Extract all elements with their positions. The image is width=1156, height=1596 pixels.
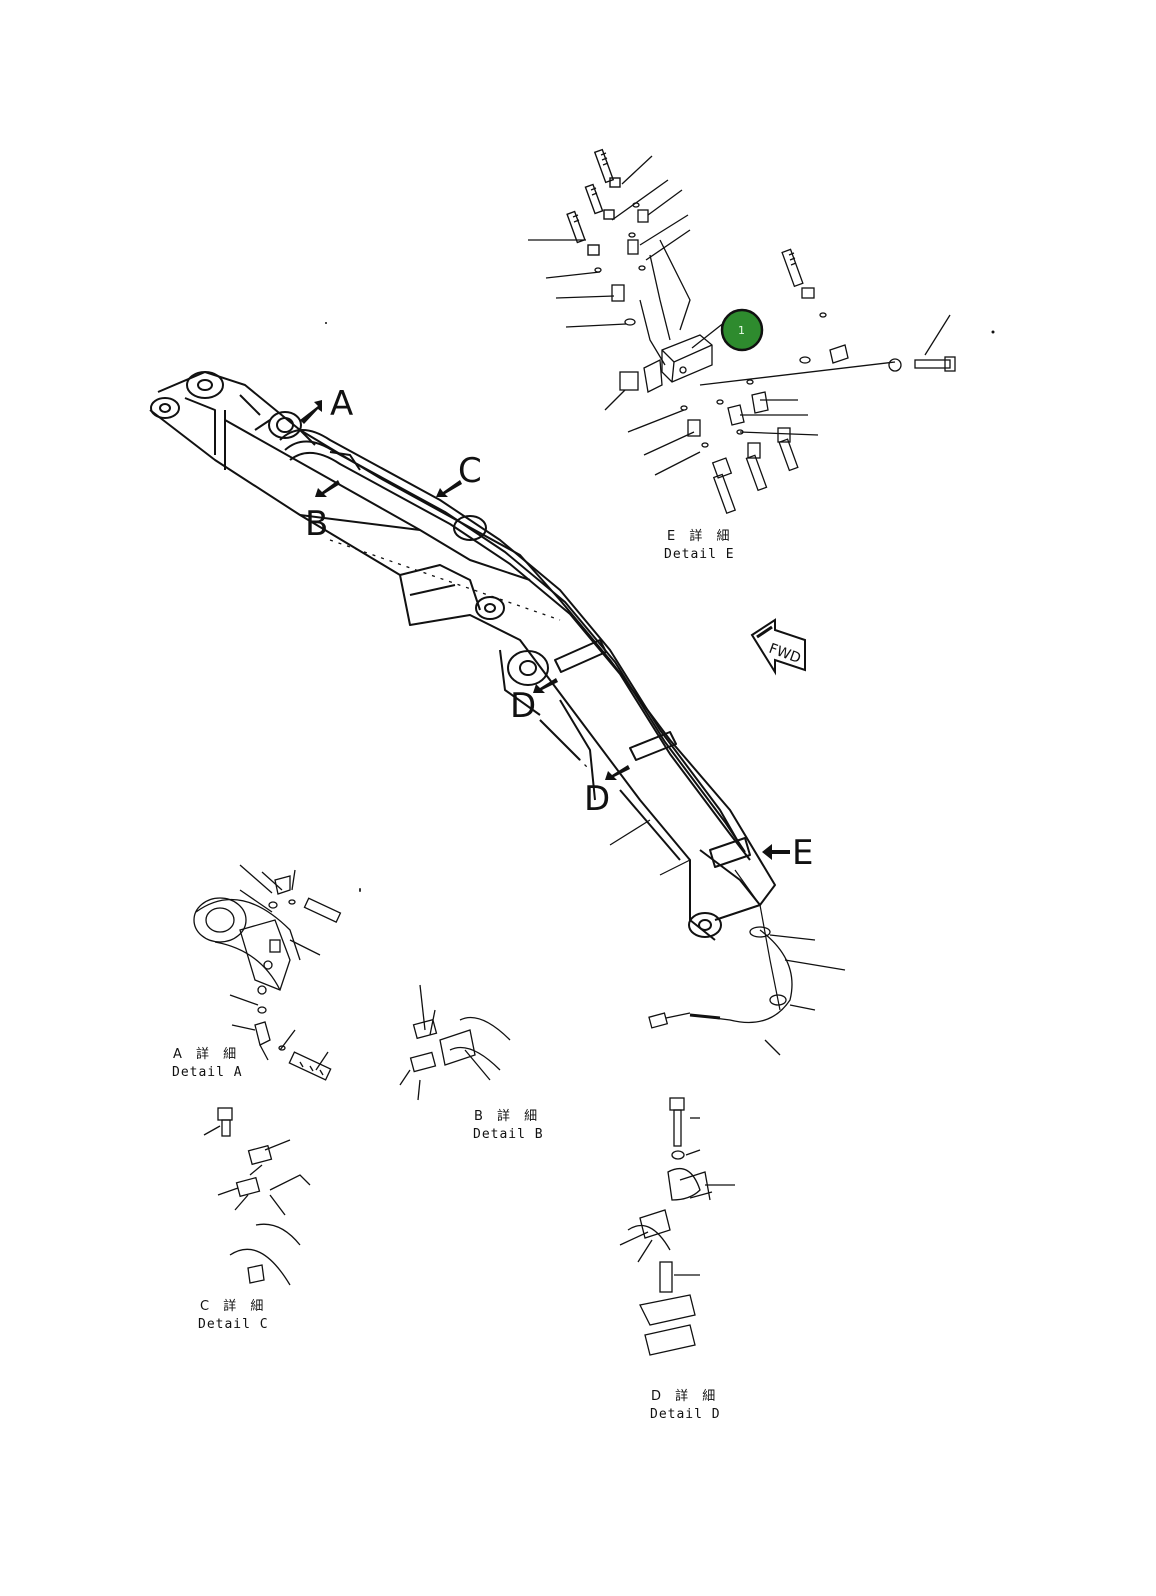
detail-b-title-jp: B 詳 細 — [474, 1108, 542, 1124]
detail-d-title-en: Detail D — [650, 1407, 721, 1422]
part-callout-balloon[interactable]: 1 — [720, 308, 764, 352]
scan-dots — [325, 322, 995, 891]
fwd-direction-arrow: FWD — [750, 618, 806, 676]
detail-c-title-en: Detail C — [198, 1317, 269, 1332]
detail-c-title-jp: C 詳 細 — [200, 1298, 268, 1314]
arrow-marker-d1 — [533, 678, 558, 693]
marker-label-b: B — [305, 504, 328, 544]
detail-a-title-en: Detail A — [172, 1065, 243, 1080]
detail-d-title-jp: D 詳 細 — [651, 1388, 720, 1404]
marker-label-d-upper: D — [510, 686, 536, 726]
detail-d-drawing — [619, 1097, 735, 1356]
detail-e-drawing — [528, 148, 956, 515]
detail-b-drawing — [399, 984, 511, 1101]
arrow-marker-b — [315, 480, 340, 497]
detail-a-drawing — [193, 864, 361, 1081]
marker-label-d-lower: D — [584, 779, 610, 819]
arrow-marker-e — [762, 844, 790, 860]
arrow-marker-d2 — [605, 765, 630, 780]
detail-a-title-jp: A 詳 細 — [173, 1046, 241, 1062]
detail-e-title-jp: E 詳 細 — [667, 528, 734, 544]
marker-label-a: A — [330, 384, 353, 424]
boom-leader-lines — [609, 819, 781, 1011]
detail-e-title-en: Detail E — [664, 547, 735, 562]
marker-label-c: C — [458, 451, 482, 491]
sensor-harness — [648, 926, 846, 1056]
arrow-marker-c — [436, 480, 462, 497]
detail-b-title-en: Detail B — [473, 1127, 544, 1142]
boom-assembly — [149, 371, 776, 941]
detail-c-drawing — [203, 1107, 311, 1286]
part-callout-number: 1 — [738, 324, 745, 337]
marker-label-e: E — [792, 833, 813, 873]
arrow-marker-a — [300, 400, 322, 424]
